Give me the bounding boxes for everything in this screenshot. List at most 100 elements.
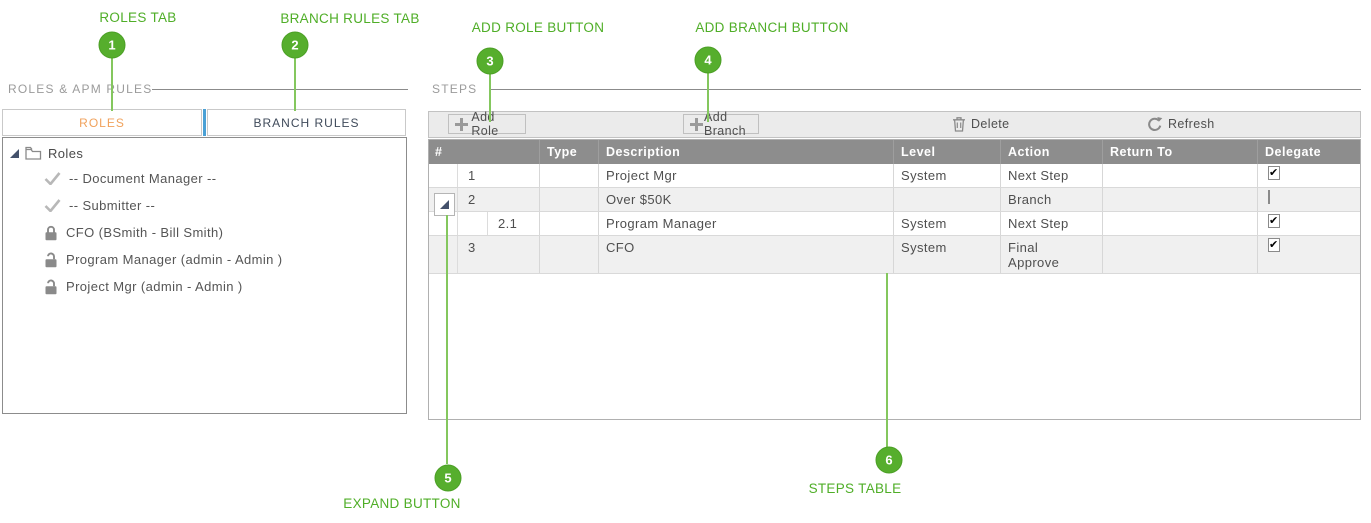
- check-icon: [44, 199, 61, 213]
- table-row-2[interactable]: 2 Over $50K Branch: [429, 188, 1360, 212]
- annotation-label-steps-table: STEPS TABLE: [808, 481, 902, 496]
- refresh-label: Refresh: [1168, 117, 1215, 131]
- annotation-line-3: [489, 74, 491, 122]
- cell-action: Next Step: [1001, 212, 1103, 235]
- indent-guide: [458, 212, 488, 235]
- annotation-circle-5: 5: [434, 464, 462, 492]
- cell-level: System: [894, 212, 1001, 235]
- column-header-description[interactable]: Description: [599, 140, 894, 164]
- annotation-label-roles-tab: ROLES TAB: [99, 10, 177, 25]
- column-header-type[interactable]: Type: [540, 140, 599, 164]
- plus-icon: [690, 117, 703, 131]
- tree-item-cfo[interactable]: CFO (BSmith - Bill Smith): [3, 219, 406, 246]
- tree-item-label: Project Mgr (admin - Admin ): [66, 279, 243, 294]
- roles-section-title: ROLES & APM RULES: [8, 82, 153, 96]
- tree-item-project-mgr[interactable]: Project Mgr (admin - Admin ): [3, 273, 406, 300]
- plus-icon: [455, 117, 469, 131]
- cell-description: Over $50K: [599, 188, 894, 211]
- tree-item-label: -- Submitter --: [69, 198, 156, 213]
- delegate-checkbox[interactable]: [1268, 166, 1280, 180]
- cell-return-to: [1103, 188, 1258, 211]
- annotation-circle-2: 2: [281, 31, 309, 59]
- delegate-checkbox[interactable]: [1268, 238, 1280, 252]
- refresh-icon: [1147, 116, 1163, 132]
- cell-description: CFO: [599, 236, 894, 273]
- tree-item-submitter[interactable]: -- Submitter --: [3, 192, 406, 219]
- annotation-label-branch-rules-tab: BRANCH RULES TAB: [280, 11, 420, 26]
- expand-triangle-icon: [439, 199, 449, 209]
- steps-section-title: STEPS: [432, 82, 478, 96]
- tab-branch-rules[interactable]: BRANCH RULES: [207, 109, 406, 136]
- tree-collapse-icon[interactable]: [10, 148, 19, 158]
- cell-num: 1: [468, 168, 476, 183]
- annotation-label-expand-button: EXPAND BUTTON: [343, 496, 461, 511]
- cell-action: Final Approve: [1001, 236, 1103, 273]
- cell-delegate: [1258, 236, 1360, 273]
- annotation-label-add-role-button: ADD ROLE BUTTON: [471, 20, 605, 35]
- roles-tabs: ROLES BRANCH RULES: [2, 109, 406, 136]
- annotation-circle-1: 1: [98, 31, 126, 59]
- indent-guide: [429, 164, 458, 187]
- tab-roles[interactable]: ROLES: [2, 109, 202, 136]
- annotation-circle-3: 3: [476, 47, 504, 75]
- table-row-3[interactable]: 3 CFO System Final Approve: [429, 236, 1360, 274]
- column-header-action[interactable]: Action: [1001, 140, 1103, 164]
- tree-item-program-manager[interactable]: Program Manager (admin - Admin ): [3, 246, 406, 273]
- tree-item-label: -- Document Manager --: [69, 171, 217, 186]
- delegate-checkbox[interactable]: [1268, 214, 1280, 228]
- add-branch-button[interactable]: Add Branch: [683, 110, 759, 138]
- table-row-2-1[interactable]: 2.1 Program Manager System Next Step: [429, 212, 1360, 236]
- add-role-button[interactable]: Add Role: [448, 110, 526, 138]
- cell-level: System: [894, 236, 1001, 273]
- cell-type: [540, 188, 599, 211]
- annotation-line-1: [111, 58, 113, 111]
- expand-button[interactable]: [434, 193, 455, 216]
- add-branch-label: Add Branch: [704, 110, 747, 138]
- cell-num: 3: [468, 240, 476, 255]
- cell-type: [540, 212, 599, 235]
- tree-node-roles[interactable]: Roles: [3, 141, 406, 165]
- refresh-button[interactable]: Refresh: [1141, 114, 1221, 134]
- tree-item-label: CFO (BSmith - Bill Smith): [66, 225, 224, 240]
- cell-level: System: [894, 164, 1001, 187]
- indent-guide: [429, 212, 458, 235]
- lock-open-icon: [44, 252, 58, 268]
- cell-action: Next Step: [1001, 164, 1103, 187]
- lock-open-icon: [44, 279, 58, 295]
- annotation-line-5: [446, 215, 448, 464]
- cell-num: 2.1: [498, 216, 518, 231]
- annotation-line-6: [886, 273, 888, 447]
- annotation-circle-4: 4: [694, 46, 722, 74]
- steps-toolbar: Add Role Add Branch Delete Refresh: [428, 110, 1361, 138]
- column-header-num[interactable]: #: [429, 140, 540, 164]
- indent-guide: [429, 188, 458, 211]
- cell-delegate: [1258, 188, 1360, 211]
- annotation-line-2: [294, 58, 296, 111]
- tree-root-label: Roles: [48, 145, 84, 161]
- cell-type: [540, 236, 599, 273]
- steps-section-rule: [490, 89, 1361, 90]
- delete-button[interactable]: Delete: [946, 114, 1016, 134]
- delegate-checkbox[interactable]: [1268, 190, 1270, 204]
- cell-description: Project Mgr: [599, 164, 894, 187]
- cell-delegate: [1258, 212, 1360, 235]
- steps-table: # Type Description Level Action Return T…: [428, 139, 1361, 420]
- steps-table-header: # Type Description Level Action Return T…: [429, 140, 1360, 164]
- check-icon: [44, 172, 61, 186]
- table-row-1[interactable]: 1 Project Mgr System Next Step: [429, 164, 1360, 188]
- column-header-level[interactable]: Level: [894, 140, 1001, 164]
- cell-delegate: [1258, 164, 1360, 187]
- cell-return-to: [1103, 212, 1258, 235]
- annotation-circle-6: 6: [875, 446, 903, 474]
- trash-icon: [952, 116, 966, 132]
- indent-guide: [429, 236, 458, 273]
- cell-return-to: [1103, 236, 1258, 273]
- cell-action: Branch: [1001, 188, 1103, 211]
- cell-return-to: [1103, 164, 1258, 187]
- cell-num: 2: [468, 192, 476, 207]
- column-header-return-to[interactable]: Return To: [1103, 140, 1258, 164]
- tree-item-document-manager[interactable]: -- Document Manager --: [3, 165, 406, 192]
- delete-label: Delete: [971, 117, 1010, 131]
- column-header-delegate[interactable]: Delegate: [1265, 145, 1322, 159]
